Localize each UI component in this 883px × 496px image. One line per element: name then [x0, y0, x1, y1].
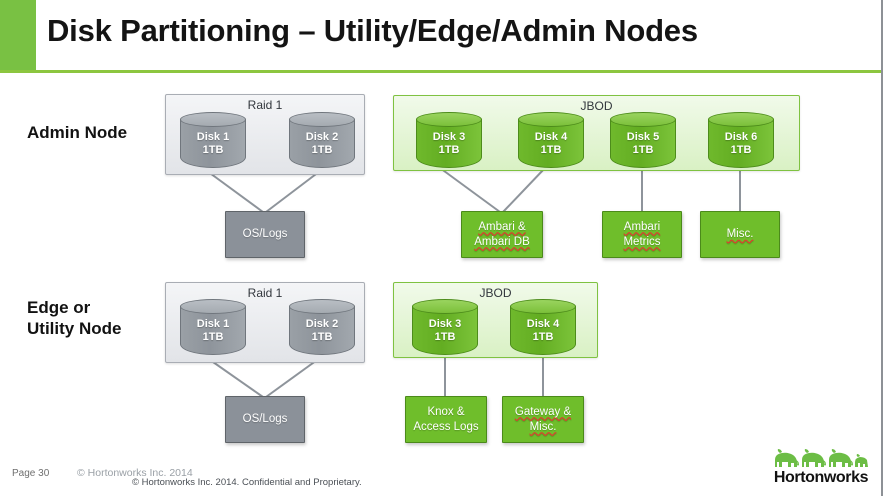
elephants-icon [775, 449, 868, 467]
group-title-raid1-admin: Raid 1 [247, 98, 283, 112]
disk-top-ellipse [416, 112, 482, 127]
disk-top-ellipse [180, 299, 246, 314]
title-divider-rule [0, 70, 881, 73]
disk-top-ellipse [708, 112, 774, 127]
disk-body [180, 119, 246, 168]
disk-body [708, 119, 774, 168]
target-box-edge-oslogs[interactable]: OS/Logs [225, 396, 305, 443]
disk-body [416, 119, 482, 168]
disk-edge-disk4[interactable]: Disk 4 1TB [510, 299, 576, 355]
disk-body [412, 306, 478, 355]
disk-top-ellipse [289, 299, 355, 314]
disk-label: Disk 1 1TB [196, 318, 230, 343]
target-box-label: OS/Logs [242, 413, 288, 425]
target-box-admin-ambari-metrics[interactable]: Ambari Metrics [602, 211, 682, 258]
disk-admin-disk1[interactable]: Disk 1 1TB [180, 112, 246, 168]
target-box-admin-misc[interactable]: Misc. [700, 211, 780, 258]
target-box-label: Ambari Metrics [623, 220, 661, 248]
disk-label: Disk 3 1TB [432, 131, 466, 156]
disk-top-ellipse [412, 299, 478, 314]
footer-copyright-bottom: © Hortonworks Inc. 2014. Confidential an… [132, 477, 362, 488]
disk-label: Disk 2 1TB [305, 131, 339, 156]
target-box-admin-oslogs[interactable]: OS/Logs [225, 211, 305, 258]
disk-top-ellipse [180, 112, 246, 127]
disk-label: Disk 3 1TB [428, 318, 462, 343]
target-box-edge-gateway[interactable]: Gateway & Misc. [502, 396, 584, 443]
disk-admin-disk3[interactable]: Disk 3 1TB [416, 112, 482, 168]
disk-top-ellipse [510, 299, 576, 314]
target-box-label: Ambari & Ambari DB [474, 220, 530, 248]
disk-top-ellipse [289, 112, 355, 127]
disk-label: Disk 4 1TB [526, 318, 560, 343]
footer-page-number: Page 30 [12, 468, 50, 479]
row-label-edge-utility-node: Edge or Utility Node [27, 298, 122, 338]
title-accent-bar [0, 0, 36, 70]
disk-label: Disk 6 1TB [724, 131, 758, 156]
disk-top-ellipse [518, 112, 584, 127]
row-label-admin-node: Admin Node [27, 123, 128, 142]
disk-top-ellipse [610, 112, 676, 127]
disk-admin-disk6[interactable]: Disk 6 1TB [708, 112, 774, 168]
logo-wordmark: Hortonworks [773, 469, 869, 486]
hortonworks-logo: Hortonworks [769, 447, 873, 487]
disk-admin-disk5[interactable]: Disk 5 1TB [610, 112, 676, 168]
group-title-raid1-edge: Raid 1 [247, 286, 283, 300]
target-box-label: OS/Logs [242, 228, 288, 240]
group-title-jbod-admin: JBOD [580, 99, 613, 113]
target-box-admin-ambari-db[interactable]: Ambari & Ambari DB [461, 211, 543, 258]
connector-r1-disk4-ambaridb [502, 167, 546, 213]
disk-body [289, 119, 355, 168]
disk-label: Disk 5 1TB [626, 131, 660, 156]
page-title: Disk Partitioning – Utility/Edge/Admin N… [47, 13, 698, 48]
disk-body [289, 306, 355, 355]
connector-r1-disk3-ambaridb [439, 167, 501, 213]
disk-admin-disk2[interactable]: Disk 2 1TB [289, 112, 355, 168]
footer-copyright-top: © Hortonworks Inc. 2014 [77, 467, 193, 479]
disk-admin-disk4[interactable]: Disk 4 1TB [518, 112, 584, 168]
disk-body [518, 119, 584, 168]
disk-body [510, 306, 576, 355]
disk-label: Disk 1 1TB [196, 131, 230, 156]
disk-edge-disk3[interactable]: Disk 3 1TB [412, 299, 478, 355]
disk-edge-disk2[interactable]: Disk 2 1TB [289, 299, 355, 355]
target-box-edge-knox[interactable]: Knox & Access Logs [405, 396, 487, 443]
disk-body [180, 306, 246, 355]
disk-edge-disk1[interactable]: Disk 1 1TB [180, 299, 246, 355]
target-box-label: Misc. [726, 228, 754, 240]
disk-body [610, 119, 676, 168]
target-box-label: Gateway & Misc. [514, 405, 572, 433]
target-box-label: Knox & Access Logs [413, 405, 479, 433]
disk-label: Disk 2 1TB [305, 318, 339, 343]
disk-label: Disk 4 1TB [534, 131, 568, 156]
group-title-jbod-edge: JBOD [479, 286, 512, 300]
